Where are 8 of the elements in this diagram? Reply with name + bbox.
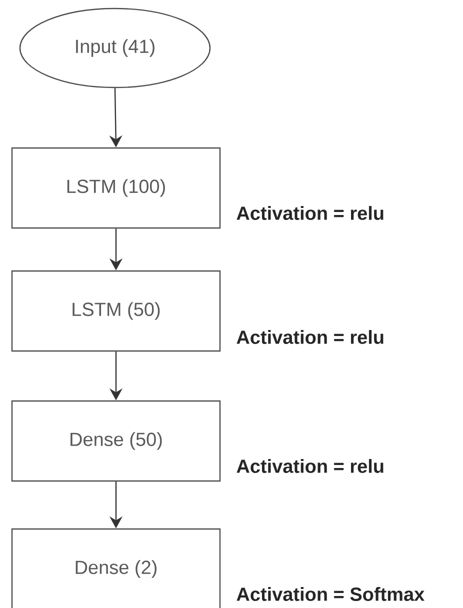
activation-label: Activation = relu: [236, 330, 384, 344]
layer-box: Dense (2): [11, 528, 221, 608]
layer-box: LSTM (50): [11, 270, 221, 352]
activation-label: Activation = Softmax: [236, 587, 424, 601]
activation-label: Activation = relu: [236, 459, 384, 473]
layer-box: Dense (50): [11, 400, 221, 482]
layer-box: LSTM (100): [11, 147, 221, 229]
activation-label: Activation = relu: [236, 206, 384, 220]
